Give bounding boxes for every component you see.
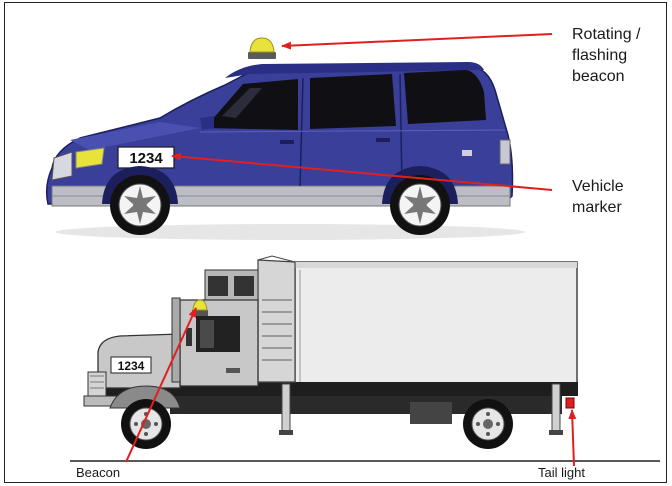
car-plate: 1234 xyxy=(129,150,163,167)
truck-wheel-front xyxy=(121,399,171,449)
label-beacon: Beacon xyxy=(76,465,120,481)
car-window-middle xyxy=(310,74,396,129)
car-wheel-front xyxy=(110,175,170,235)
label-rotating-beacon-line1: Rotating / xyxy=(572,24,640,45)
car-window-rear xyxy=(404,70,486,124)
label-tail-light: Tail light xyxy=(538,465,585,481)
label-vehicle-marker: Vehicle marker xyxy=(572,176,624,218)
label-vehicle-marker-line2: marker xyxy=(572,197,624,218)
arrow-rotating-beacon xyxy=(282,34,552,46)
label-rotating-beacon-line3: beacon xyxy=(572,66,640,87)
truck-tail-light xyxy=(566,398,574,408)
truck-wheel-rear xyxy=(463,399,513,449)
car-wheel-rear xyxy=(390,175,450,235)
label-rotating-beacon: Rotating / flashing beacon xyxy=(572,24,640,87)
label-vehicle-marker-line1: Vehicle xyxy=(572,176,624,197)
label-rotating-beacon-line2: flashing xyxy=(572,45,640,66)
truck: 1234 xyxy=(70,256,660,461)
arrow-tail-light xyxy=(572,410,574,466)
car-roof-beacon xyxy=(250,38,274,52)
car: 1234 xyxy=(47,38,525,240)
truck-cargo-box xyxy=(295,262,577,386)
truck-plate: 1234 xyxy=(118,359,145,373)
